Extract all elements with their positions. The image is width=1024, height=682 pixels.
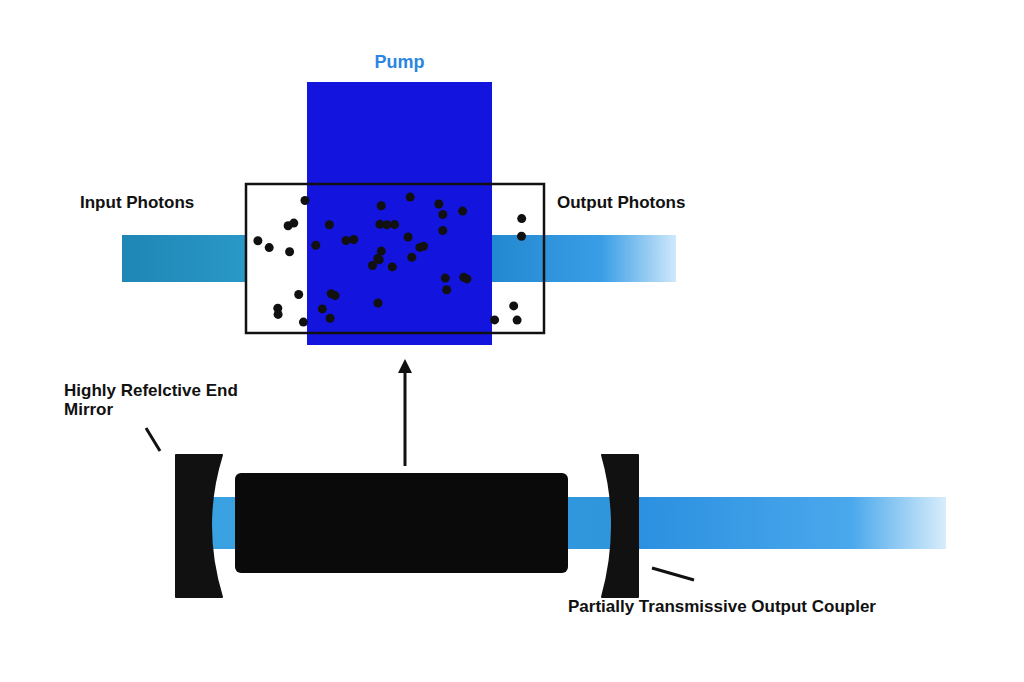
output-beam: [490, 235, 676, 282]
atom: [284, 221, 293, 230]
atom: [273, 304, 282, 313]
input-beam: [122, 235, 247, 282]
atom: [289, 219, 298, 228]
atom: [509, 301, 518, 310]
atom: [265, 243, 274, 252]
atom: [517, 232, 526, 241]
gain-medium-rod: [235, 473, 568, 573]
output-coupler: [602, 455, 638, 597]
part-label: Input Photons: [80, 193, 194, 212]
atom: [517, 214, 526, 223]
atom: [253, 236, 262, 245]
atom: [285, 247, 294, 256]
atom: [274, 310, 283, 319]
pump-band: Pump: [307, 82, 492, 345]
pump-label: Pump: [307, 52, 492, 73]
laser-output-beam: [630, 497, 946, 549]
arrow-head: [398, 359, 412, 373]
part-label: Output Photons: [557, 193, 685, 212]
magnify-arrow: [404, 372, 407, 466]
leader-line: [652, 568, 694, 580]
atom: [294, 290, 303, 299]
end-mirror: [176, 455, 222, 597]
part-label: Highly Refelctive End Mirror: [64, 381, 254, 419]
leader-line: [146, 428, 160, 451]
part-label: Partially Transmissive Output Coupler: [568, 597, 876, 616]
atom: [513, 316, 522, 325]
